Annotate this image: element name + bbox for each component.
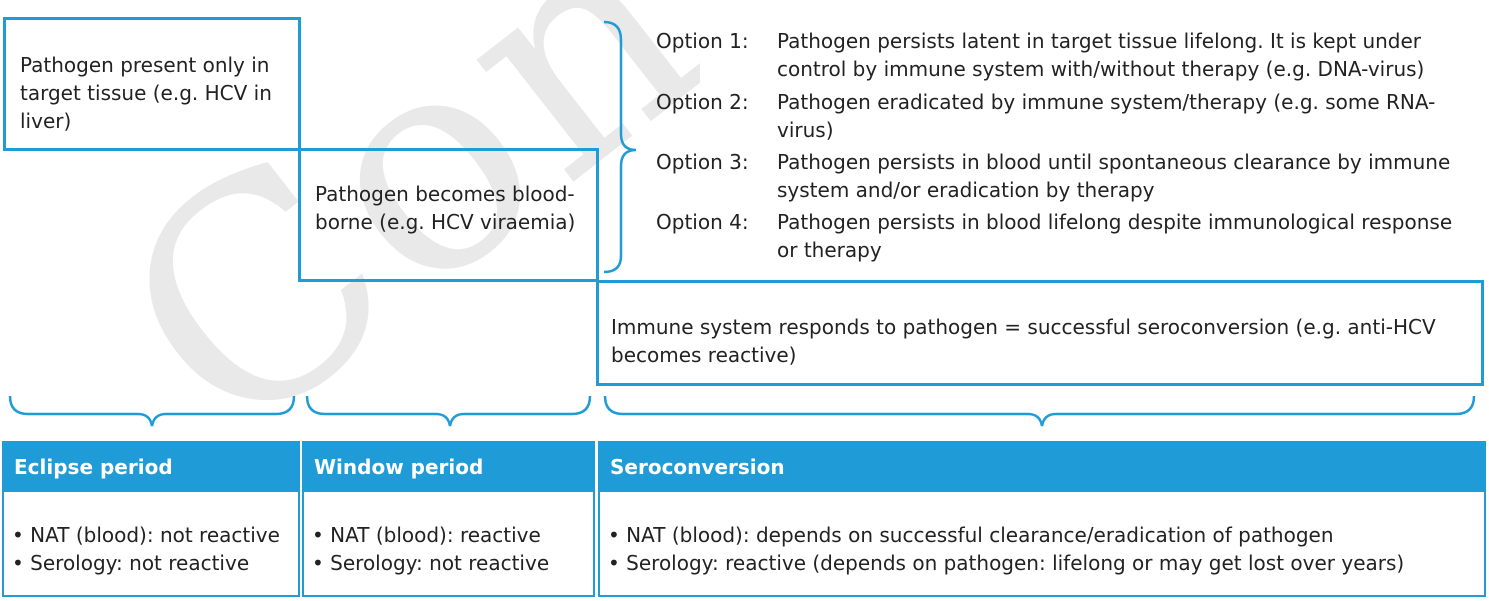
window-item-serology: • Serology: not reactive [312,551,550,575]
seroconversion-brace [603,395,1476,427]
option-3-label: Option 3: [656,150,749,174]
eclipse-period-panel: Eclipse period • NAT (blood): not reacti… [2,441,300,597]
option-1-label: Option 1: [656,29,749,53]
window-brace [305,395,592,427]
options-brace [603,20,637,274]
option-4-text: Pathogen persists in blood lifelong desp… [777,210,1453,262]
stage-tissue-text: Pathogen present only in target tissue (… [20,53,272,133]
eclipse-item-nat: • NAT (blood): not reactive [12,523,280,547]
sero-item-serology: • Serology: reactive (depends on pathoge… [608,551,1405,575]
stage-blood-box: Pathogen becomes blood-borne (e.g. HCV v… [298,148,599,282]
window-item-nat: • NAT (blood): reactive [312,523,541,547]
option-1-text: Pathogen persists latent in target tissu… [777,29,1425,81]
option-3-text: Pathogen persists in blood until spontan… [777,150,1451,202]
option-2-label: Option 2: [656,90,749,114]
stage-blood-text: Pathogen becomes blood-borne (e.g. HCV v… [315,182,576,234]
window-period-panel: Window period • NAT (blood): reactive • … [302,441,595,597]
seroconversion-panel: Seroconversion • NAT (blood): depends on… [598,441,1486,597]
eclipse-item-serology: • Serology: not reactive [12,551,250,575]
seroconversion-title: Seroconversion [600,443,1484,492]
eclipse-period-title: Eclipse period [4,443,298,492]
eclipse-brace [8,395,296,427]
option-2-text: Pathogen eradicated by immune system/the… [777,90,1436,142]
stage-tissue-box: Pathogen present only in target tissue (… [3,17,301,151]
window-period-title: Window period [304,443,593,492]
stage-immune-box: Immune system responds to pathogen = suc… [596,280,1484,386]
sero-item-nat: • NAT (blood): depends on successful cle… [608,523,1334,547]
option-4-label: Option 4: [656,210,749,234]
stage-immune-text: Immune system responds to pathogen = suc… [611,315,1436,367]
